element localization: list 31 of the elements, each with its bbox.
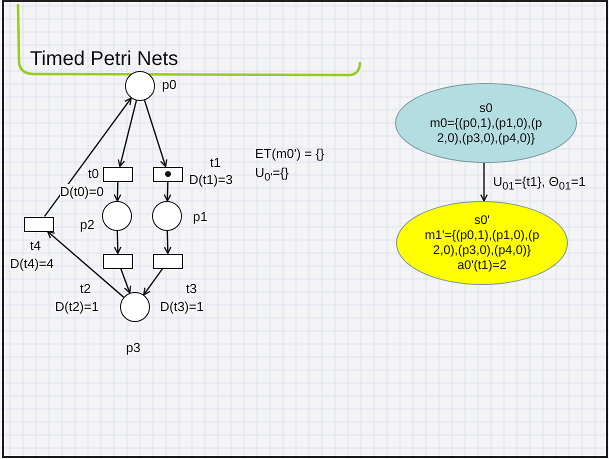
- transition-label: t1: [210, 155, 221, 170]
- delay-label: D(t1)=3: [189, 172, 233, 187]
- transition-bar: [24, 216, 54, 232]
- transition-bar: [153, 254, 183, 268]
- transition-label: t0: [88, 166, 99, 181]
- state-text: m0={(p0,1),(p1,0),(p 2,0),(p3,0),(p4,0)}: [428, 116, 544, 146]
- state-name: s0: [478, 100, 494, 116]
- place-label: p3: [126, 340, 140, 355]
- place-label: p1: [193, 209, 208, 224]
- transition-label: t2: [80, 281, 91, 296]
- edge-label: U$_{01}$={t1}, Θ$_{01}$=1: [493, 174, 586, 195]
- delay-label: D(t3)=1: [160, 299, 204, 314]
- place-circle: [120, 292, 150, 322]
- state-text: a0'(t1)=2: [456, 258, 508, 273]
- slide-title: Timed Petri Nets: [30, 48, 178, 70]
- transition-bar: [103, 166, 133, 182]
- place-label: p2: [80, 217, 94, 232]
- place-label: p0: [162, 77, 176, 92]
- place-circle: [102, 201, 132, 231]
- state-name: s0': [473, 213, 491, 228]
- transition-label: t4: [30, 238, 41, 253]
- transition-label: t3: [186, 281, 197, 296]
- delay-label: D(t4)=4: [10, 256, 54, 271]
- delay-label: D(t2)=1: [55, 299, 99, 314]
- place-circle: [125, 71, 155, 101]
- place-circle: [152, 201, 182, 231]
- delay-label: D(t0)=0: [60, 184, 104, 199]
- transition-bar: [103, 254, 133, 268]
- annotation-text: U$_{0'}$={}: [255, 165, 289, 186]
- annotation-text: ET(m0') = {}: [255, 146, 324, 161]
- transition-bar: [153, 166, 183, 182]
